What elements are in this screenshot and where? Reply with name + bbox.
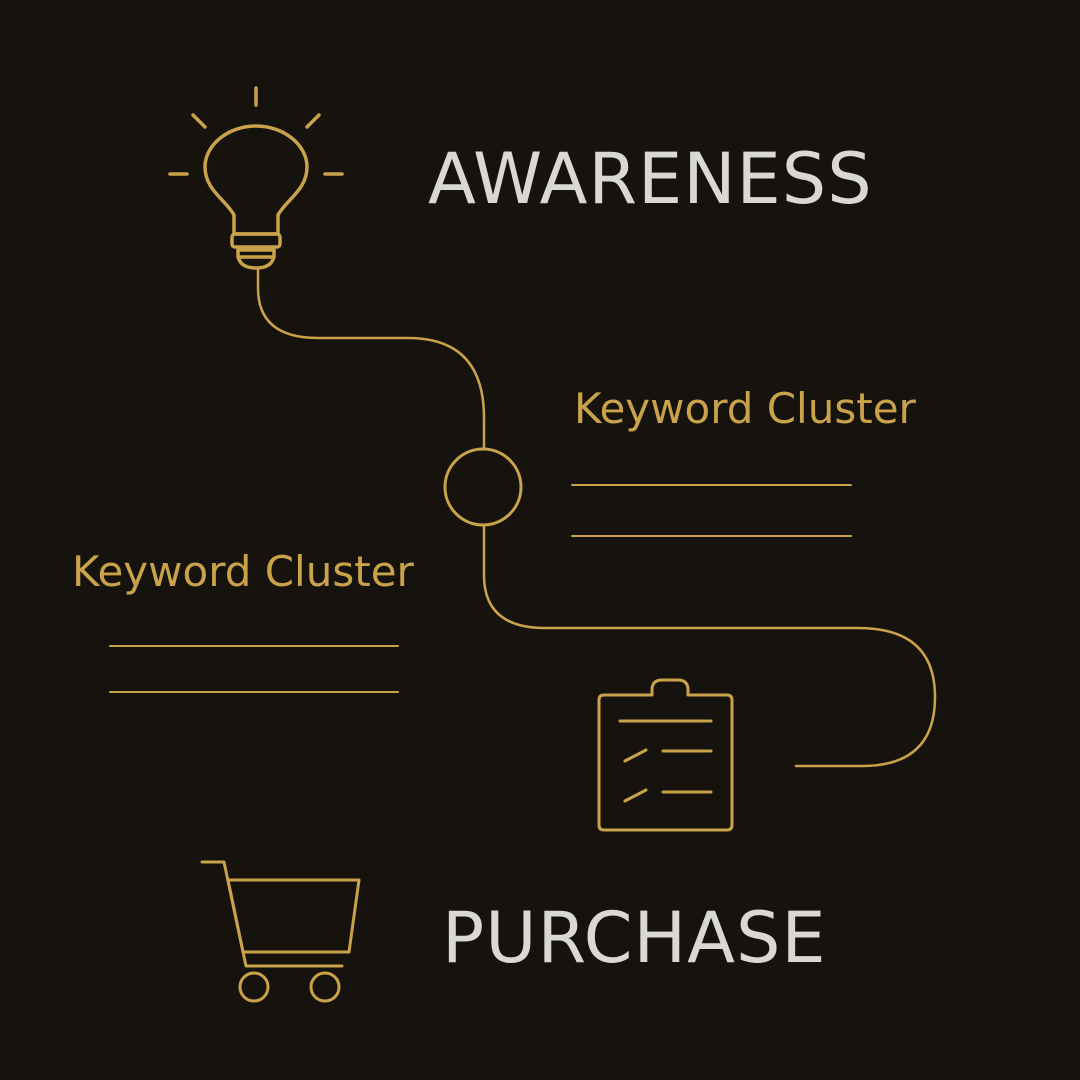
clipboard-checklist-icon — [597, 678, 734, 832]
cluster-right-lines — [571, 484, 852, 537]
journey-path — [256, 266, 937, 768]
circle-node-icon — [443, 447, 523, 527]
keyword-cluster-left-label: Keyword Cluster — [72, 547, 414, 596]
lightbulb-icon — [168, 86, 344, 270]
purchase-title: PURCHASE — [442, 897, 827, 979]
shopping-cart-icon — [200, 860, 361, 1003]
awareness-title: AWARENESS — [428, 138, 873, 220]
cluster-left-lines — [109, 645, 399, 693]
keyword-cluster-right-label: Keyword Cluster — [574, 384, 916, 433]
